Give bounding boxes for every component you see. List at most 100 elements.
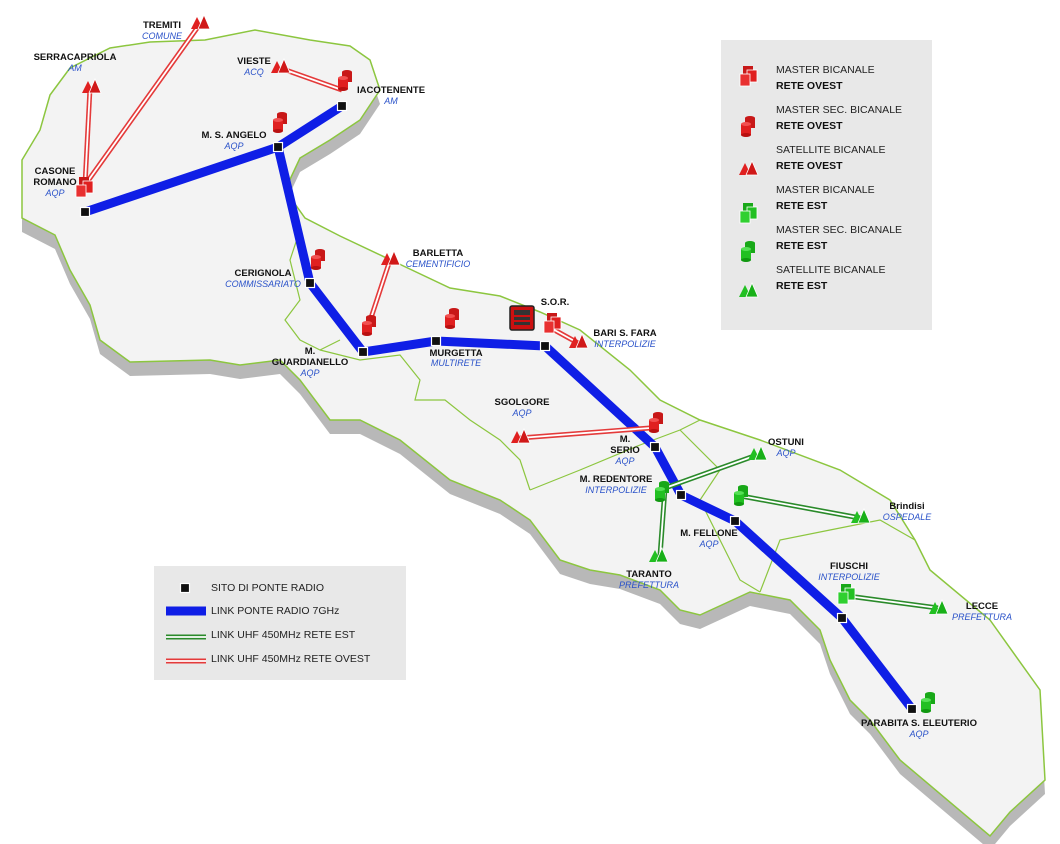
svg-text:ROMANO: ROMANO: [33, 177, 76, 188]
svg-text:PREFETTURA: PREFETTURA: [952, 612, 1012, 622]
node-msangelo: [272, 141, 284, 153]
svg-text:OSTUNI: OSTUNI: [768, 437, 804, 448]
svg-text:GUARDIANELLO: GUARDIANELLO: [272, 357, 349, 368]
label-mfellone: M. FELLONE AQP: [680, 528, 738, 549]
svg-text:AQP: AQP: [775, 448, 795, 458]
svg-text:TREMITI: TREMITI: [143, 20, 181, 31]
legend-item-7ghz: LINK PONTE RADIO 7GHz: [166, 605, 339, 617]
svg-text:LINK PONTE RADIO 7GHz: LINK PONTE RADIO 7GHz: [211, 605, 339, 617]
svg-text:RETE EST: RETE EST: [776, 240, 828, 252]
legend-item-secondary-ovest: MASTER SEC. BICANALE RETE OVEST: [741, 104, 902, 137]
label-casone-romano: CASONE ROMANO AQP: [33, 166, 76, 198]
svg-text:MASTER BICANALE: MASTER BICANALE: [776, 184, 875, 196]
node-guardianello: [357, 346, 369, 358]
radio-site-icon: [179, 582, 191, 594]
node-casone: [79, 206, 91, 218]
svg-text:LINK UHF 450MHz RETE OVEST: LINK UHF 450MHz RETE OVEST: [211, 653, 371, 665]
svg-text:RETE OVEST: RETE OVEST: [776, 160, 843, 172]
svg-text:S.O.R.: S.O.R.: [541, 297, 570, 308]
legend-item-uhf-ovest: LINK UHF 450MHz RETE OVEST: [166, 653, 371, 665]
node-iacotenente: [336, 100, 348, 112]
label-murgetta: MURGETTA MULTIRETE: [429, 348, 482, 368]
node-mserio: [649, 441, 661, 453]
svg-text:CASONE: CASONE: [35, 166, 76, 177]
svg-text:AQP: AQP: [223, 141, 243, 151]
svg-text:ACQ: ACQ: [243, 67, 264, 77]
svg-text:AM: AM: [383, 96, 398, 106]
svg-text:AQP: AQP: [698, 539, 718, 549]
label-iacotenente: IACOTENENTE AM: [357, 85, 425, 106]
node-cerignola: [304, 277, 316, 289]
svg-text:Brindisi: Brindisi: [889, 501, 924, 512]
svg-text:RETE EST: RETE EST: [776, 280, 828, 292]
svg-text:RETE OVEST: RETE OVEST: [776, 120, 843, 132]
node-mredentore: [675, 489, 687, 501]
links-7ghz: [80, 101, 917, 714]
svg-text:COMUNE: COMUNE: [142, 31, 183, 41]
legend-item-uhf-est: LINK UHF 450MHz RETE EST: [166, 629, 356, 641]
svg-text:CERIGNOLA: CERIGNOLA: [235, 268, 292, 279]
svg-text:BARI S. FARA: BARI S. FARA: [593, 328, 656, 339]
svg-text:M. S. ANGELO: M. S. ANGELO: [201, 130, 266, 141]
svg-text:PREFETTURA: PREFETTURA: [619, 580, 679, 590]
svg-text:SERIO: SERIO: [610, 445, 640, 456]
node-mfellone: [729, 515, 741, 527]
label-cerignola: CERIGNOLA COMMISSARIATO: [225, 268, 301, 289]
svg-text:CEMENTIFICIO: CEMENTIFICIO: [406, 259, 471, 269]
svg-text:RETE OVEST: RETE OVEST: [776, 80, 843, 92]
svg-text:M.: M.: [620, 434, 631, 445]
node-murgetta: [430, 335, 442, 347]
node-fiuschi: [836, 612, 848, 624]
svg-text:INTERPOLIZIE: INTERPOLIZIE: [585, 485, 648, 495]
svg-text:SITO DI PONTE RADIO: SITO DI PONTE RADIO: [211, 582, 324, 594]
svg-text:AQP: AQP: [511, 408, 531, 418]
svg-text:INTERPOLIZIE: INTERPOLIZIE: [594, 339, 657, 349]
svg-text:MASTER BICANALE: MASTER BICANALE: [776, 64, 875, 76]
node-sor: [539, 340, 551, 352]
svg-text:M.: M.: [305, 346, 316, 357]
svg-text:MASTER SEC. BICANALE: MASTER SEC. BICANALE: [776, 104, 902, 116]
site-labels: TREMITI COMUNE SERRACAPRIOLA AM VIESTE A…: [33, 20, 1012, 739]
svg-text:M. REDENTORE: M. REDENTORE: [580, 474, 653, 485]
svg-text:SGOLGORE: SGOLGORE: [495, 397, 550, 408]
label-taranto: TARANTO PREFETTURA: [619, 569, 679, 590]
svg-text:OSPEDALE: OSPEDALE: [883, 512, 933, 522]
label-fiuschi: FIUSCHI INTERPOLIZIE: [818, 561, 881, 582]
label-parabita: PARABITA S. ELEUTERIO AQP: [861, 718, 977, 739]
legend-item-radio-site: SITO DI PONTE RADIO: [179, 582, 324, 594]
region-puglia: [21, 29, 1046, 838]
label-serracapriola: SERRACAPRIOLA AM: [34, 52, 117, 73]
legend-item-satellite-est: SATELLITE BICANALE RETE EST: [738, 264, 886, 298]
svg-text:LINK UHF 450MHz RETE EST: LINK UHF 450MHz RETE EST: [211, 629, 356, 641]
svg-text:M. FELLONE: M. FELLONE: [680, 528, 738, 539]
svg-text:LECCE: LECCE: [966, 601, 998, 612]
node-parabita: [906, 703, 918, 715]
svg-text:MASTER SEC. BICANALE: MASTER SEC. BICANALE: [776, 224, 902, 236]
svg-text:SERRACAPRIOLA: SERRACAPRIOLA: [34, 52, 117, 63]
legend-item-satellite-ovest: SATELLITE BICANALE RETE OVEST: [738, 144, 886, 176]
label-brindisi: Brindisi OSPEDALE: [883, 501, 933, 522]
svg-text:SATELLITE BICANALE: SATELLITE BICANALE: [776, 144, 886, 156]
svg-text:MURGETTA: MURGETTA: [429, 348, 482, 359]
label-mguardianello: M. GUARDIANELLO AQP: [272, 346, 349, 378]
svg-text:INTERPOLIZIE: INTERPOLIZIE: [818, 572, 881, 582]
svg-text:IACOTENENTE: IACOTENENTE: [357, 85, 425, 96]
svg-text:AQP: AQP: [614, 456, 634, 466]
svg-text:TARANTO: TARANTO: [626, 569, 672, 580]
legend-item-secondary-est: MASTER SEC. BICANALE RETE EST: [741, 224, 902, 262]
svg-text:VIESTE: VIESTE: [237, 56, 271, 67]
label-bari-sfara: BARI S. FARA INTERPOLIZIE: [593, 328, 656, 349]
svg-text:COMMISSARIATO: COMMISSARIATO: [225, 279, 301, 289]
label-msangelo: M. S. ANGELO AQP: [201, 130, 266, 151]
label-lecce: LECCE PREFETTURA: [952, 601, 1012, 622]
label-sor: S.O.R.: [541, 297, 570, 308]
svg-text:BARLETTA: BARLETTA: [413, 248, 464, 259]
label-barletta: BARLETTA CEMENTIFICIO: [406, 248, 471, 269]
label-sgolgore: SGOLGORE AQP: [495, 397, 550, 418]
svg-text:AQP: AQP: [299, 368, 319, 378]
label-ostuni: OSTUNI AQP: [768, 437, 804, 458]
svg-text:PARABITA S. ELEUTERIO: PARABITA S. ELEUTERIO: [861, 718, 977, 729]
legend-item-master-ovest: MASTER BICANALE RETE OVEST: [739, 64, 875, 92]
sor-control-center-icon: [509, 305, 535, 331]
